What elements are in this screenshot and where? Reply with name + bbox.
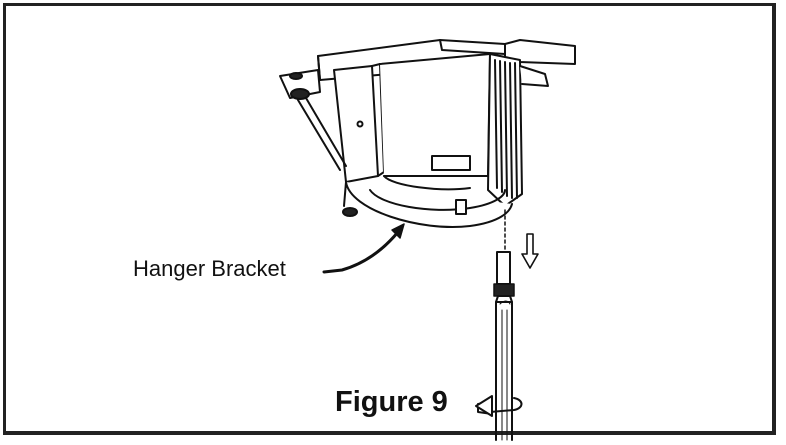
hanger-bracket (279, 39, 576, 228)
callout-pointer (322, 223, 405, 274)
hanger-bracket-label: Hanger Bracket (133, 256, 286, 281)
rotate-arrow-icon (475, 395, 523, 417)
screwdriver-icon (493, 251, 515, 441)
figure-caption: Figure 9 (335, 386, 448, 418)
down-arrow-icon (521, 233, 539, 269)
